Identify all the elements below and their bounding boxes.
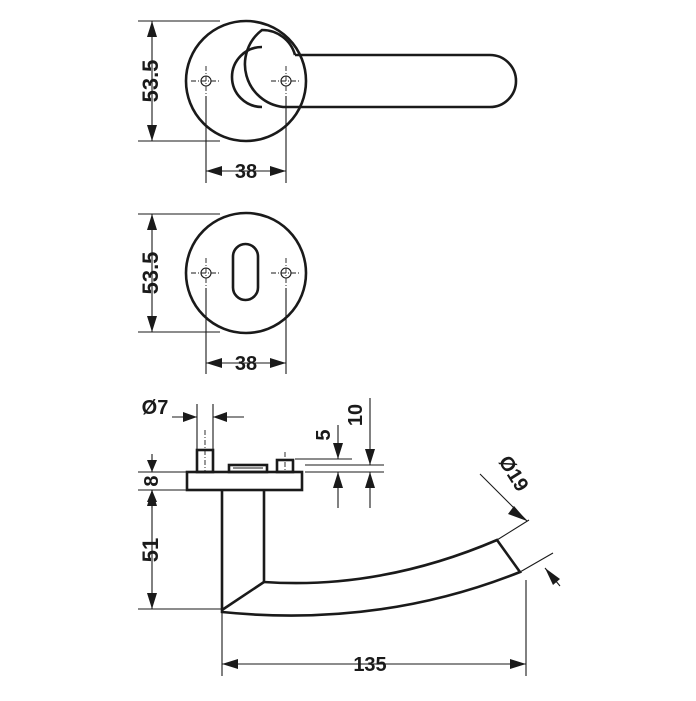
top-height-dimension: 53.5 [138,60,163,103]
handle-length-dimension: 135 [353,654,386,676]
top-view-lever-rosette: 53.5 38 [138,19,518,183]
rosette-circle [184,19,308,143]
lever-miter-line [221,580,265,612]
screw-center-left [191,66,221,96]
keyhole-slot [231,242,260,302]
offset-large-dimension: 10 [345,404,367,426]
middle-height-dimension: 53.5 [138,252,163,295]
offset-small-dimension: 5 [313,429,335,440]
lever-neck-inner [230,45,263,109]
top-spacing-dimension: 38 [235,161,257,183]
spring-cassette [227,463,269,474]
lever-body [243,28,518,109]
escutcheon-circle [184,211,308,335]
side-view-profile: Ø7 5 10 8 51 Ø19 [138,397,561,676]
screw-center-right [271,258,301,288]
screw-center-right [271,66,301,96]
rosette-thickness-dimension: 8 [141,475,163,486]
middle-view-escutcheon: 53.5 38 [138,211,308,375]
lever-profile [220,490,523,617]
rosette-plate [185,470,304,492]
middle-spacing-dimension: 38 [235,353,257,375]
neck-height-dimension: 51 [138,538,163,562]
pin-diameter-dimension: Ø7 [142,397,169,419]
screw-center-left [191,258,221,288]
handle-diameter-dimension: Ø19 [494,452,533,496]
